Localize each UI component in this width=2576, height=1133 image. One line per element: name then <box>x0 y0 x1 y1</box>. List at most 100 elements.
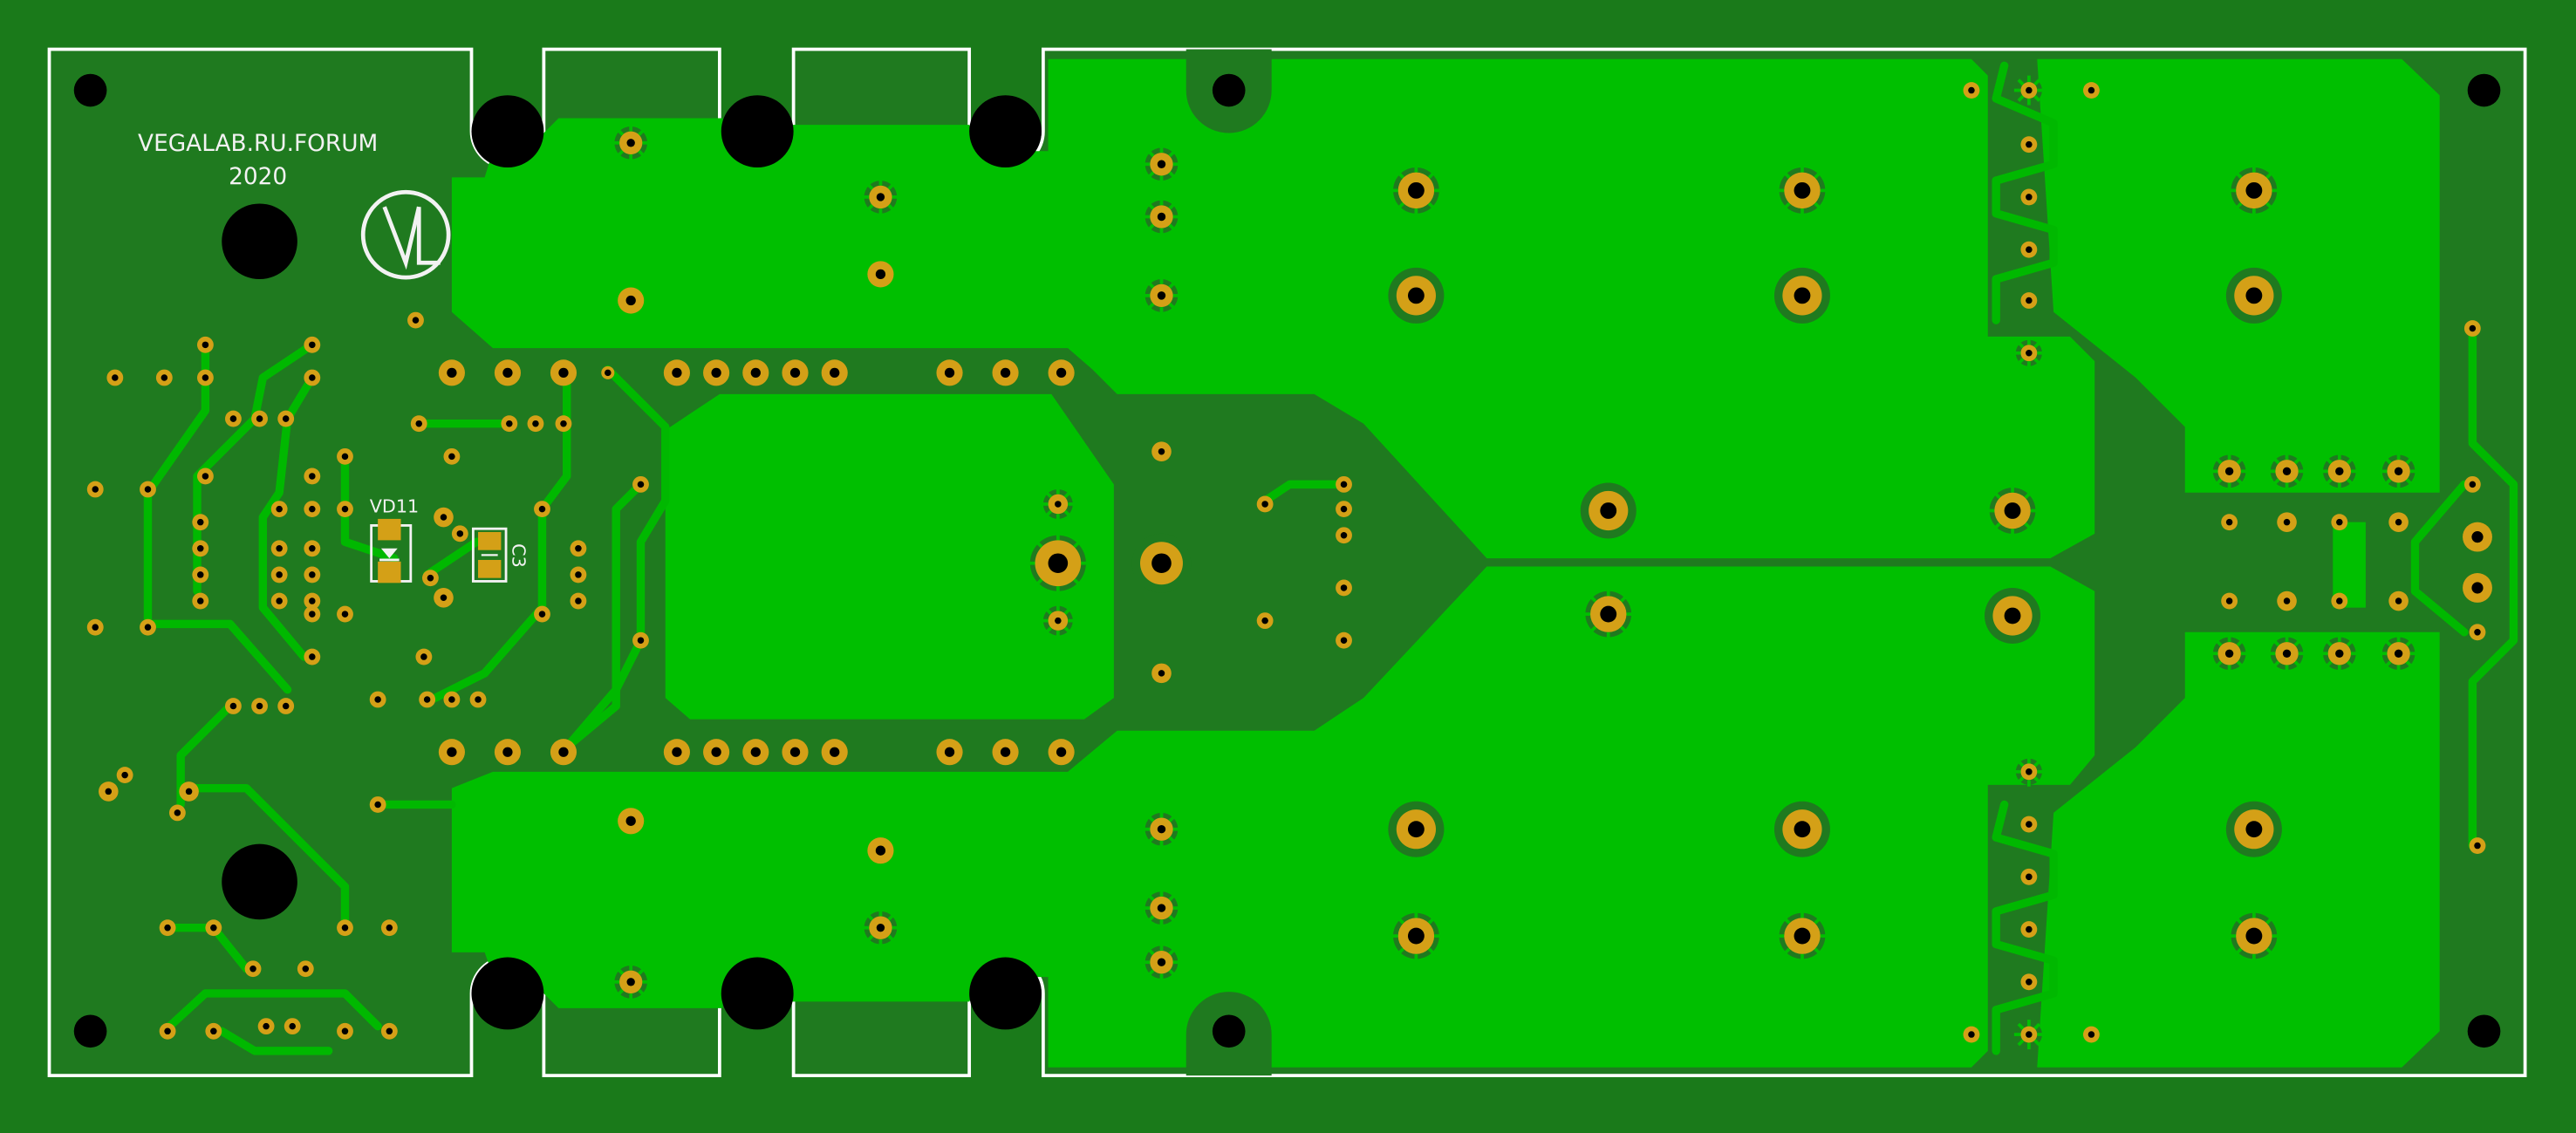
pad-175 <box>2463 522 2492 552</box>
pad-64 <box>244 960 262 978</box>
trace-12 <box>431 373 571 702</box>
capacitor-label: C3 <box>509 543 530 568</box>
pad-125 <box>1583 589 1633 639</box>
pad-15 <box>443 447 461 465</box>
pad-101 <box>618 287 645 314</box>
notch-hole-1 <box>471 95 544 168</box>
pad-176 <box>2463 573 2492 603</box>
capacitor-c3: C3 <box>471 527 530 583</box>
pad-92 <box>742 739 769 766</box>
pad-37 <box>434 587 454 608</box>
pad-152 <box>2020 921 2038 938</box>
diode-label: VD11 <box>370 495 419 516</box>
pad-154 <box>1963 1026 1980 1043</box>
pad-76 <box>438 359 465 386</box>
pad-23 <box>434 507 454 528</box>
pad-117 <box>1256 495 1274 513</box>
pad-3 <box>106 369 124 386</box>
pad-96 <box>992 739 1019 766</box>
pad-99 <box>862 179 899 215</box>
pad-50 <box>277 698 295 714</box>
pad-74 <box>632 475 649 493</box>
pad-106 <box>1388 267 1445 324</box>
traces <box>143 61 2518 1055</box>
pad-141 <box>1963 82 1980 99</box>
pad-46 <box>304 648 321 665</box>
pad-109 <box>2229 166 2279 215</box>
pad-80 <box>703 359 730 386</box>
pad-120 <box>1336 501 1352 518</box>
pad-116 <box>1151 663 1172 684</box>
copper-pours <box>451 58 2440 1068</box>
pad-107 <box>1777 166 1828 215</box>
pad-45 <box>534 605 550 623</box>
pad-151 <box>2020 868 2038 885</box>
pad-142 <box>2013 75 2044 106</box>
pad-93 <box>782 739 809 766</box>
pad-169 <box>2210 635 2248 672</box>
board-year: 2020 <box>229 164 287 190</box>
pad-9 <box>277 410 295 427</box>
trace-17 <box>1261 480 1349 505</box>
trace-18 <box>1992 61 2058 324</box>
pad-47 <box>415 648 433 665</box>
pad-61 <box>205 919 222 937</box>
pad-104 <box>1143 277 1180 314</box>
pad-178 <box>2469 837 2486 854</box>
pad-127 <box>1985 587 2041 644</box>
pad-158 <box>2268 453 2306 490</box>
pad-65 <box>297 960 314 978</box>
pad-102 <box>1143 146 1180 182</box>
pad-162 <box>2277 512 2297 532</box>
pad-22 <box>337 501 353 518</box>
notch-hole-6 <box>969 957 1042 1030</box>
pad-72 <box>407 311 424 329</box>
hole-tl <box>73 73 107 107</box>
pad-95 <box>936 739 963 766</box>
pad-77 <box>494 359 522 386</box>
pad-166 <box>2277 590 2297 611</box>
pour-top-left <box>451 58 2095 559</box>
pad-143 <box>2083 82 2100 99</box>
pad-144 <box>2020 136 2038 154</box>
pad-97 <box>1048 739 1075 766</box>
pad-110 <box>2225 267 2282 324</box>
pad-53 <box>443 691 461 708</box>
pad-138 <box>1777 911 1828 961</box>
pad-153 <box>2020 973 2038 991</box>
pad-100 <box>867 261 894 288</box>
pad-75 <box>632 631 649 649</box>
pad-177 <box>2469 624 2486 641</box>
trace-4 <box>143 619 292 694</box>
pour-bottom-left <box>451 566 2095 1068</box>
trace-6 <box>184 783 350 932</box>
pad-119 <box>1336 475 1352 493</box>
pad-111 <box>1042 488 1075 521</box>
pad-159 <box>2321 453 2358 490</box>
pad-5 <box>196 369 214 386</box>
pad-78 <box>550 359 577 386</box>
pad-24 <box>451 525 468 543</box>
pad-174 <box>2463 475 2481 493</box>
hole-big-2 <box>222 843 297 920</box>
pad-123 <box>1336 631 1352 649</box>
pad-13 <box>555 415 572 433</box>
pad-41 <box>86 618 104 636</box>
pad-33 <box>304 540 321 557</box>
pad-165 <box>2221 592 2238 610</box>
pad-156 <box>2083 1026 2100 1043</box>
pad-128 <box>618 808 645 835</box>
pad-59 <box>369 796 386 813</box>
pad-12 <box>527 415 544 433</box>
pad-82 <box>782 359 809 386</box>
pad-44 <box>337 605 353 623</box>
pad-55 <box>116 767 133 784</box>
pad-39 <box>570 566 587 584</box>
pad-114 <box>1042 604 1075 638</box>
pad-4 <box>155 369 173 386</box>
pour-right-mid <box>2333 522 2366 608</box>
pad-71 <box>380 1022 398 1040</box>
trace-20 <box>2468 324 2518 850</box>
notch-hole-3 <box>969 95 1042 168</box>
pad-115 <box>1151 441 1172 462</box>
